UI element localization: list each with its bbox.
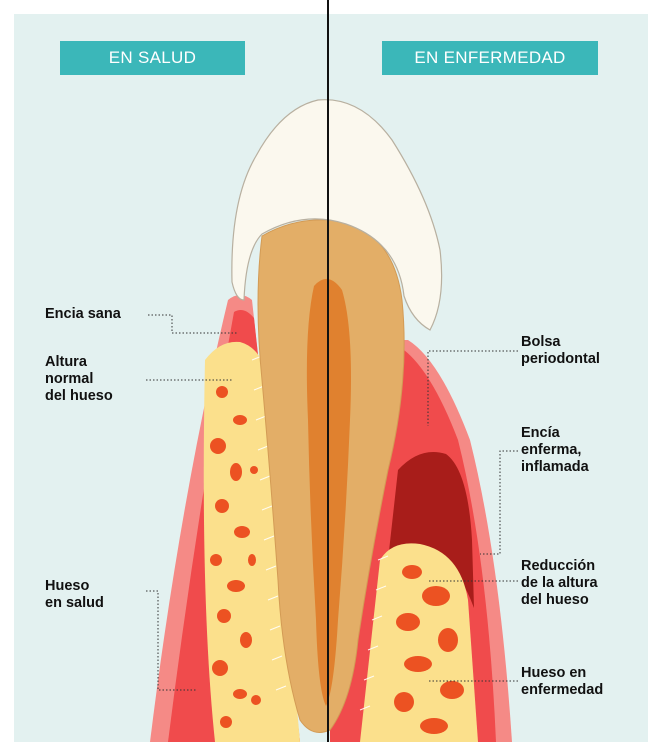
label-normal-bone-height-line3: del hueso	[45, 388, 113, 405]
label-bone-height-reduction-line3: del hueso	[521, 592, 598, 609]
label-healthy-gum-text: Encia sana	[45, 306, 121, 322]
label-periodontal-pocket-line2: periodontal	[521, 351, 600, 368]
label-diseased-gum-line1: Encía	[521, 425, 589, 442]
healthy-panel-title-text: EN SALUD	[109, 48, 196, 67]
label-normal-bone-height-line2: normal	[45, 371, 113, 388]
label-normal-bone-height: Altura normal del hueso	[45, 354, 113, 405]
label-diseased-gum-line2: enferma,	[521, 442, 589, 459]
label-diseased-bone-line1: Hueso en	[521, 665, 603, 682]
disease-panel-title-text: EN ENFERMEDAD	[414, 48, 565, 67]
label-bone-height-reduction-line2: de la altura	[521, 575, 598, 592]
disease-panel-banner: EN ENFERMEDAD	[382, 41, 598, 75]
healthy-panel-title: EN SALUD	[60, 41, 245, 75]
label-diseased-bone-line2: enfermedad	[521, 682, 603, 699]
label-bone-height-reduction-line1: Reducción	[521, 558, 598, 575]
label-periodontal-pocket-line1: Bolsa	[521, 334, 600, 351]
label-healthy-gum: Encia sana	[45, 306, 121, 323]
label-diseased-gum-line3: inflamada	[521, 459, 589, 476]
disease-panel-title: EN ENFERMEDAD	[382, 41, 598, 75]
healthy-panel-banner: EN SALUD	[60, 41, 245, 75]
label-diseased-gum: Encía enferma, inflamada	[521, 425, 589, 476]
label-diseased-bone: Hueso en enfermedad	[521, 665, 603, 699]
label-periodontal-pocket: Bolsa periodontal	[521, 334, 600, 368]
label-healthy-bone-line1: Hueso	[45, 578, 104, 595]
label-bone-height-reduction: Reducción de la altura del hueso	[521, 558, 598, 609]
label-healthy-bone-line2: en salud	[45, 595, 104, 612]
label-normal-bone-height-line1: Altura	[45, 354, 113, 371]
label-healthy-bone: Hueso en salud	[45, 578, 104, 612]
